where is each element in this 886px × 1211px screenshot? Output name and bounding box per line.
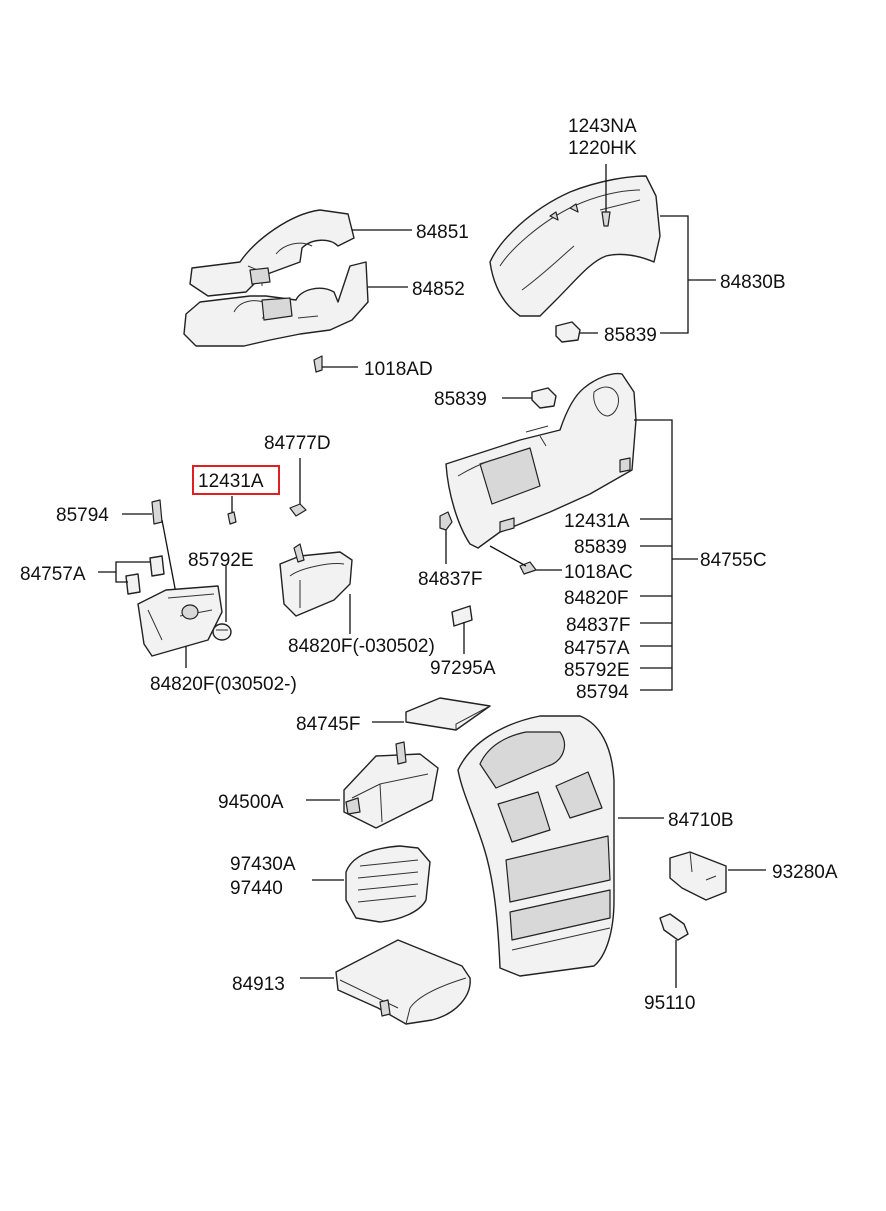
label-84777d: 84777D	[264, 433, 331, 454]
label-85792e-left: 85792E	[188, 550, 254, 571]
label-1018ad: 1018AD	[364, 359, 433, 380]
label-97430a: 97430A	[230, 854, 296, 875]
knob-85792e-part	[212, 623, 232, 641]
clip-85839-upper-part	[555, 321, 581, 343]
label-84830b: 84830B	[720, 272, 786, 293]
lower-cover-84820f-right-part	[279, 543, 353, 617]
label-84913: 84913	[232, 974, 285, 995]
screw-1018ad-part	[313, 355, 323, 373]
label-84851: 84851	[416, 222, 469, 243]
control-94500a-part	[343, 741, 439, 829]
pads-84757a-part	[125, 555, 165, 595]
group-label-85792e: 85792E	[564, 660, 630, 681]
label-97440: 97440	[230, 878, 283, 899]
group-label-1018ac: 1018AC	[564, 562, 633, 583]
label-84745f: 84745F	[296, 714, 360, 735]
label-84757a-left: 84757A	[20, 564, 86, 585]
group-label-85839: 85839	[574, 537, 627, 558]
label-1220hk: 1220HK	[568, 138, 637, 159]
pin-12431a-part	[227, 496, 237, 525]
center-fascia-84710b-part	[457, 715, 615, 977]
label-12431a-highlighted: 12431A	[198, 471, 264, 492]
label-84820f-minus030502: 84820F(-030502)	[288, 636, 435, 657]
label-85839-lower: 85839	[434, 389, 487, 410]
group-label-84757a: 84757A	[564, 638, 630, 659]
label-1243na: 1243NA	[568, 116, 637, 137]
label-93280a: 93280A	[772, 862, 838, 883]
group-label-84837f: 84837F	[566, 615, 630, 636]
lower-crash-pad-part	[445, 372, 637, 549]
clip-84837f-part	[439, 511, 453, 531]
label-84820f-030502: 84820F(030502-)	[150, 674, 297, 695]
label-97295a: 97295A	[430, 658, 496, 679]
cluster-fascia-part	[489, 175, 661, 317]
label-84852: 84852	[412, 279, 465, 300]
clip-85794-part	[151, 499, 163, 525]
label-85794-left: 85794	[56, 505, 109, 526]
air-vent-97430a-part	[345, 845, 431, 923]
upper-column-shroud-part	[189, 209, 355, 297]
group-label-84820f: 84820F	[564, 588, 628, 609]
group-label-12431a: 12431A	[564, 511, 630, 532]
switch-93280a-part	[669, 851, 727, 901]
lower-column-shroud-part	[183, 261, 369, 347]
label-94500a: 94500A	[218, 792, 284, 813]
tray-84913-part	[335, 939, 471, 1025]
highlight-box-12431a	[192, 465, 280, 495]
label-84755c: 84755C	[700, 550, 767, 571]
label-97295a-part	[451, 605, 473, 627]
panel-84745f-part	[405, 697, 491, 731]
lower-cover-84820f-left-part	[137, 585, 223, 657]
group-label-85794: 85794	[576, 682, 629, 703]
bulb-95110-part	[659, 913, 689, 941]
label-84710b: 84710B	[668, 810, 734, 831]
bolt-1243na-part	[601, 164, 611, 227]
label-85839-upper: 85839	[604, 325, 657, 346]
clip-85839-lower-part	[531, 387, 557, 409]
label-95110: 95110	[644, 993, 695, 1014]
label-84837f-left: 84837F	[418, 569, 482, 590]
screw-84777d-part	[289, 458, 307, 517]
